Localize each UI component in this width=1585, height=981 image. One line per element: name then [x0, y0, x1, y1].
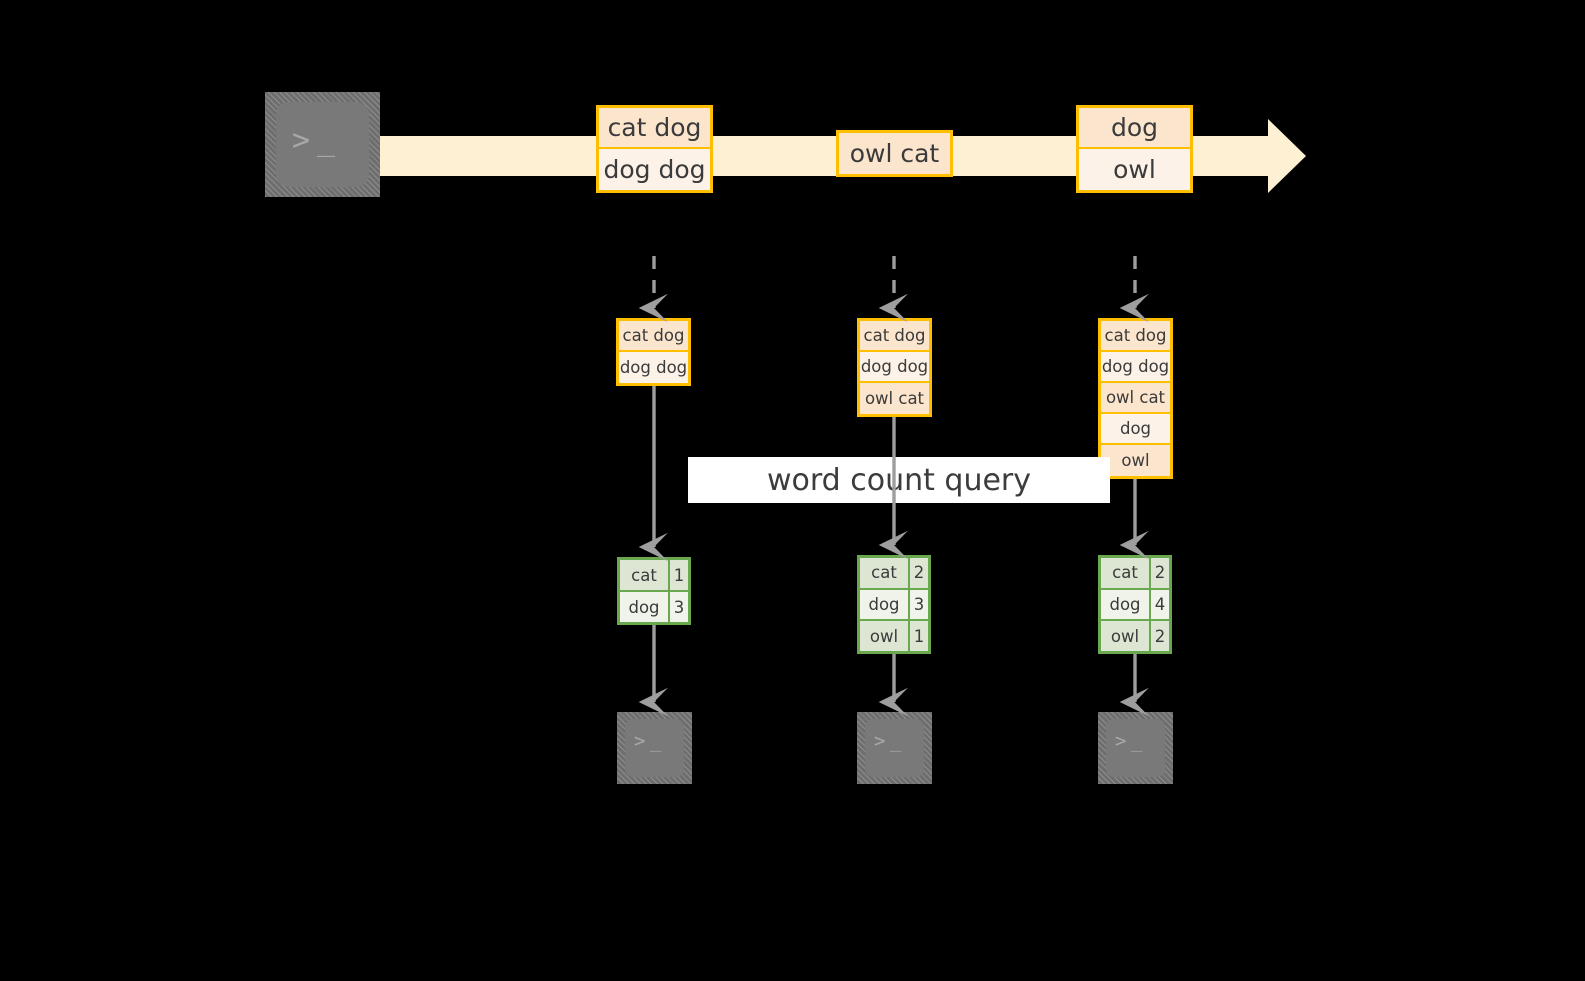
result-word: dog — [860, 589, 910, 620]
result-row: owl 1 — [860, 621, 928, 652]
result-2[interactable]: cat 2 dog 3 owl 1 — [857, 555, 931, 654]
word-count-query-banner: word count query — [688, 457, 1110, 503]
terminal-prompt-glyph: > — [1115, 730, 1128, 752]
result-word: cat — [1101, 558, 1151, 588]
record-cell: cat dog — [599, 108, 710, 149]
record-cell: owl — [1079, 149, 1190, 190]
result-count: 2 — [1154, 563, 1166, 583]
snapshot-cell: cat dog — [1101, 321, 1170, 352]
snapshot-cell: owl — [1101, 445, 1170, 476]
result-row: cat 2 — [860, 558, 928, 590]
stream-arrowhead — [1268, 119, 1306, 193]
sink-terminal-3[interactable]: > _ — [1098, 712, 1173, 784]
terminal-cursor-glyph: _ — [317, 123, 336, 158]
word-count-query-label: word count query — [766, 462, 1032, 498]
snapshot-cell: dog dog — [1101, 352, 1170, 383]
stream-record-3[interactable]: dog owl — [1076, 105, 1193, 193]
snapshot-cell: dog — [1101, 414, 1170, 445]
terminal-prompt-glyph: > — [292, 123, 311, 158]
result-3[interactable]: cat 2 dog 4 owl 2 — [1098, 555, 1172, 654]
sink-terminal-2[interactable]: > _ — [857, 712, 932, 784]
result-count: 2 — [1154, 626, 1166, 646]
result-count: 2 — [913, 563, 925, 583]
terminal-cursor-glyph: _ — [1131, 730, 1144, 752]
result-word: owl — [860, 621, 910, 652]
snapshot-cell: owl cat — [860, 383, 929, 414]
snapshot-cell: dog dog — [860, 352, 929, 383]
terminal-prompt-glyph: > — [634, 730, 647, 752]
sink-terminal-1[interactable]: > _ — [617, 712, 692, 784]
result-word: cat — [620, 560, 670, 590]
stream-record-2[interactable]: owl cat — [836, 130, 953, 177]
result-1[interactable]: cat 1 dog 3 — [617, 557, 691, 625]
result-word: owl — [1101, 621, 1151, 652]
snapshot-2[interactable]: cat dog dog dog owl cat — [857, 318, 932, 417]
result-word: dog — [1101, 589, 1151, 620]
result-row: dog 3 — [620, 592, 688, 622]
snapshot-cell: cat dog — [619, 321, 688, 352]
terminal-screen — [276, 102, 369, 187]
result-word: cat — [860, 558, 910, 588]
record-cell: owl cat — [839, 133, 950, 174]
snapshot-1[interactable]: cat dog dog dog — [616, 318, 691, 386]
result-row: dog 4 — [1101, 589, 1169, 622]
snapshot-cell: dog dog — [619, 352, 688, 383]
terminal-prompt-glyph: > — [874, 730, 887, 752]
terminal-cursor-glyph: _ — [650, 730, 663, 752]
stream-record-1[interactable]: cat dog dog dog — [596, 105, 713, 193]
result-count: 1 — [913, 626, 925, 646]
record-cell: dog — [1079, 108, 1190, 149]
result-row: cat 2 — [1101, 558, 1169, 590]
result-count: 3 — [673, 597, 685, 617]
terminal-screen — [1106, 719, 1165, 777]
snapshot-cell: owl cat — [1101, 383, 1170, 414]
result-count: 3 — [913, 595, 925, 614]
record-cell: dog dog — [599, 149, 710, 190]
result-row: owl 2 — [1101, 621, 1169, 652]
terminal-screen — [625, 719, 684, 777]
terminal-screen — [865, 719, 924, 777]
snapshot-cell: cat dog — [860, 321, 929, 352]
snapshot-3[interactable]: cat dog dog dog owl cat dog owl — [1098, 318, 1173, 479]
result-row: cat 1 — [620, 560, 688, 592]
result-count: 1 — [673, 565, 685, 585]
source-terminal-icon[interactable]: > _ — [265, 92, 380, 197]
terminal-cursor-glyph: _ — [890, 730, 903, 752]
result-word: dog — [620, 592, 670, 622]
result-count: 4 — [1154, 595, 1166, 614]
result-row: dog 3 — [860, 589, 928, 622]
